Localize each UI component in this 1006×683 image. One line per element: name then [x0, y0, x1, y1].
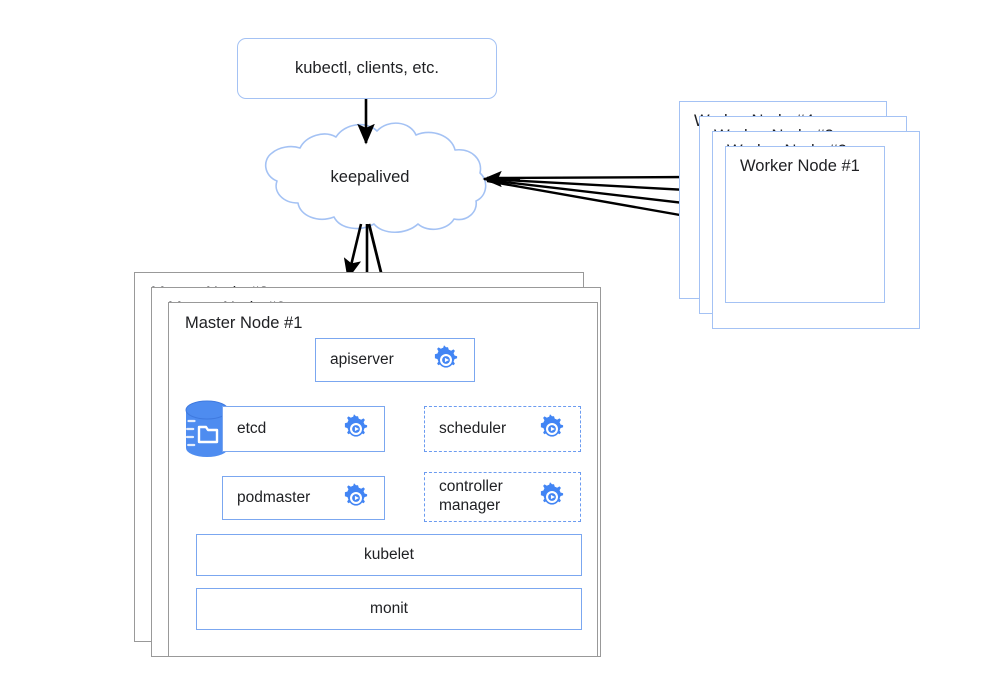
gear-play-icon	[536, 413, 568, 445]
gear-play-icon	[536, 481, 568, 513]
component-monit[interactable]: monit	[196, 588, 582, 630]
worker-node-label-1: Worker Node #1	[740, 157, 860, 175]
component-etcd[interactable]: etcd	[222, 406, 385, 452]
component-label-apiserver: apiserver	[330, 350, 394, 368]
component-controller-manager[interactable]: controller manager	[424, 472, 581, 522]
gear-play-icon	[340, 413, 372, 445]
component-label-podmaster: podmaster	[237, 488, 311, 506]
edge-keepalived-to-master3	[343, 223, 363, 280]
gear-play-icon	[430, 344, 462, 376]
gear-play-icon	[340, 482, 372, 514]
component-kubelet[interactable]: kubelet	[196, 534, 582, 576]
client-label: kubectl, clients, etc.	[295, 59, 439, 77]
component-label-monit: monit	[370, 599, 408, 617]
component-label-scheduler: scheduler	[439, 419, 507, 437]
client-box: kubectl, clients, etc.	[237, 38, 497, 99]
component-podmaster[interactable]: podmaster	[222, 476, 385, 520]
component-label-etcd: etcd	[237, 419, 267, 437]
database-icon	[184, 399, 230, 459]
controller-line-1: controller	[439, 478, 503, 496]
component-apiserver[interactable]: apiserver	[315, 338, 475, 382]
worker-node-card-1[interactable]: Worker Node #1	[725, 146, 885, 303]
master-node-label-1: Master Node #1	[185, 314, 303, 332]
component-label-kubelet: kubelet	[364, 545, 414, 563]
controller-line-2: manager	[439, 497, 501, 514]
component-scheduler[interactable]: scheduler	[424, 406, 581, 452]
keepalived-label: keepalived	[330, 168, 410, 186]
component-label-controller-manager: controller manager	[439, 478, 503, 515]
